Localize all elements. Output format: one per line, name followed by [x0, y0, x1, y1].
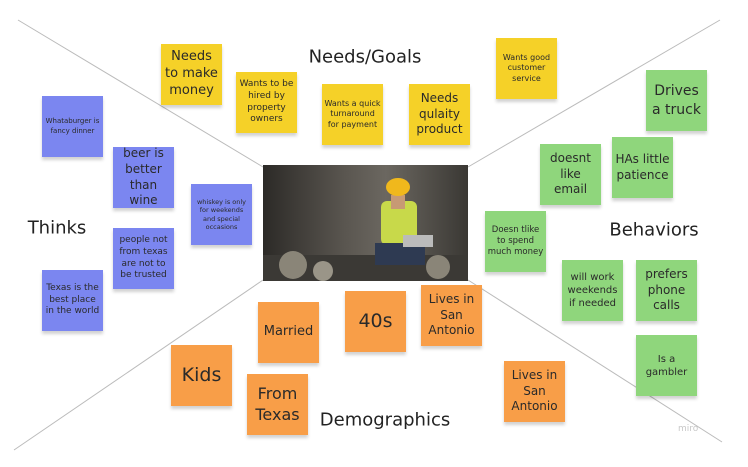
sticky-note[interactable]: From Texas — [247, 374, 308, 435]
persona-photo — [263, 165, 468, 281]
sticky-note[interactable]: Lives in San Antonio — [421, 285, 482, 346]
sticky-note[interactable]: prefers phone calls — [636, 260, 697, 321]
miro-watermark: miro — [678, 424, 699, 434]
sticky-note[interactable]: Kids — [171, 345, 232, 406]
section-thinks: Thinks — [27, 217, 87, 239]
sticky-note[interactable]: Needs qulaity product — [409, 84, 470, 145]
sticky-note[interactable]: Is a gambler — [636, 335, 697, 396]
sticky-note[interactable]: Drives a truck — [646, 70, 707, 131]
sticky-note[interactable]: doesnt like email — [540, 144, 601, 205]
construction-worker-image — [263, 178, 468, 281]
sticky-note[interactable]: Wants a quick turnaround for payment — [322, 84, 383, 145]
sticky-note[interactable]: 40s — [345, 291, 406, 352]
section-needs-goals: Needs/Goals — [308, 46, 422, 68]
sticky-note[interactable]: people not from texas are not to be trus… — [113, 228, 174, 289]
sticky-note[interactable]: whiskey is only for weekends and special… — [191, 184, 252, 245]
sticky-note[interactable]: Texas is the best place in the world — [42, 270, 103, 331]
sticky-note[interactable]: Wants to be hired by property owners — [236, 72, 297, 133]
sticky-note[interactable]: beer is better than wine — [113, 146, 174, 208]
sticky-note[interactable]: Lives in San Antonio — [504, 361, 565, 422]
sticky-note[interactable]: Wants good customer service — [496, 38, 557, 99]
sticky-note[interactable]: HAs little patience — [612, 137, 673, 198]
sticky-note[interactable]: Married — [258, 302, 319, 363]
sticky-note[interactable]: will work weekends if needed — [562, 260, 623, 321]
section-demographics: Demographics — [319, 409, 451, 431]
sticky-note[interactable]: Needs to make money — [161, 44, 222, 105]
sticky-note[interactable]: Whataburger is fancy dinner — [42, 96, 103, 157]
section-behaviors: Behaviors — [609, 219, 699, 241]
sticky-note[interactable]: Doesn tlike to spend much money — [485, 211, 546, 272]
